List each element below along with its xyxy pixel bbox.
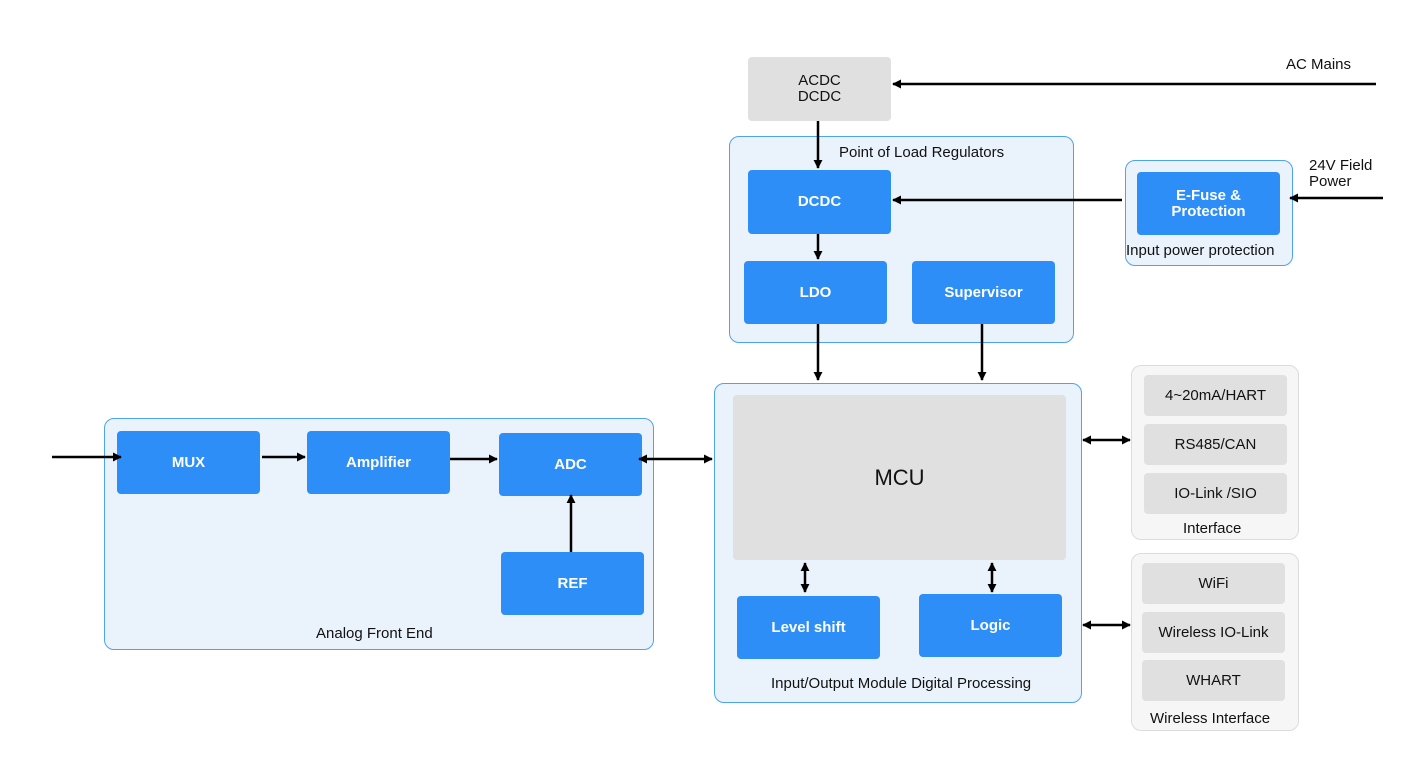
interface-title: Interface [1183, 520, 1242, 537]
amplifier-block: Amplifier [307, 431, 450, 494]
wireless-item-whart: WHART [1142, 660, 1285, 701]
field-power-label: 24V Field Power [1309, 158, 1372, 190]
ref-block: REF [501, 552, 644, 615]
field-power-line-2: Power [1309, 173, 1352, 190]
efuse-line-1: E-Fuse & [1175, 186, 1241, 204]
ac-mains-label: AC Mains [1286, 56, 1352, 73]
digital-title: Input/Output Module Digital Processing [771, 675, 1032, 692]
efuse-line-2: Protection [1171, 202, 1246, 220]
interface-item-rs485-can: RS485/CAN [1144, 424, 1287, 465]
level-shift-block: Level shift [737, 596, 880, 659]
mux-block: MUX [117, 431, 260, 494]
field-power-line-1: 24V Field [1309, 157, 1373, 174]
acdc-line-1: ACDC [798, 72, 841, 89]
afe-title: Analog Front End [316, 625, 433, 642]
acdc-dcdc-block: ACDC DCDC [748, 57, 891, 121]
interface-item-4-20ma-hart: 4~20mA/HART [1144, 375, 1287, 416]
wireless-item-wifi: WiFi [1142, 563, 1285, 604]
ldo-block: LDO [744, 261, 887, 324]
acdc-line-2: DCDC [797, 88, 842, 105]
supervisor-block: Supervisor [912, 261, 1055, 324]
interface-item-io-link-sio: IO-Link /SIO [1144, 473, 1287, 514]
mcu-block: MCU [733, 395, 1066, 560]
efuse-protection-block: E-Fuse & Protection [1137, 172, 1280, 235]
logic-block: Logic [919, 594, 1062, 657]
pol-title: Point of Load Regulators [839, 144, 1005, 161]
wireless-title: Wireless Interface [1150, 710, 1271, 727]
dcdc-block: DCDC [748, 170, 891, 234]
wireless-item-wireless-io-link: Wireless IO-Link [1142, 612, 1285, 653]
adc-block: ADC [499, 433, 642, 496]
input-protection-title: Input power protection [1126, 242, 1275, 259]
